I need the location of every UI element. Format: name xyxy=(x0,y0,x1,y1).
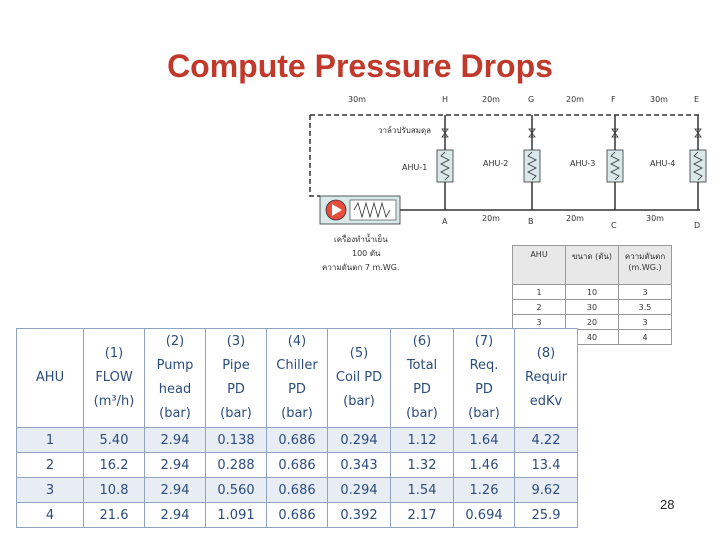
table-cell: 0.694 xyxy=(453,502,515,528)
column-header: (1)FLOW(m³/h) xyxy=(83,328,145,428)
ahu-label-1: AHU-1 xyxy=(402,163,427,172)
node-b: B xyxy=(528,217,534,226)
table-cell: 4 xyxy=(16,502,84,528)
spec-cell: 1 xyxy=(512,284,566,300)
column-header: (5)Coil PD(bar) xyxy=(327,328,391,428)
table-cell: 2 xyxy=(16,452,84,478)
top-distance-3: 20m xyxy=(566,95,584,104)
ahu-coil-icon xyxy=(689,149,707,183)
valve-label: วาล์วปรับสมดุล xyxy=(378,125,431,135)
table-row: 4 21.6 2.94 1.091 0.686 0.392 2.17 0.694… xyxy=(16,502,578,528)
spec-cell: 10 xyxy=(565,284,619,300)
table-cell: 21.6 xyxy=(83,502,145,528)
spec-cell: 30 xyxy=(565,299,619,315)
node-c: C xyxy=(611,221,617,230)
bottom-distance-3: 30m xyxy=(646,214,664,223)
chiller-pressure-drop: ความดันตก 7 m.WG. xyxy=(322,263,399,272)
slide-title: Compute Pressure Drops xyxy=(167,48,553,84)
node-d: D xyxy=(694,221,700,230)
table-cell: 0.560 xyxy=(205,477,267,503)
table-cell: 0.686 xyxy=(266,427,328,453)
spec-row: 2 30 3.5 xyxy=(512,299,672,315)
table-row: 1 5.40 2.94 0.138 0.686 0.294 1.12 1.64 … xyxy=(16,427,578,453)
spec-row: 1 10 3 xyxy=(512,284,672,300)
spec-header: ขนาด (ตัน) xyxy=(565,245,619,285)
table-row: 3 10.8 2.94 0.560 0.686 0.294 1.54 1.26 … xyxy=(16,477,578,503)
node-f: F xyxy=(611,95,616,104)
table-cell: 0.686 xyxy=(266,502,328,528)
piping-schematic: 30m 20m 20m 30m H G F E A B C D 20m 20m … xyxy=(309,95,707,272)
valve-icon xyxy=(611,128,619,138)
ahu-coil-icon xyxy=(436,149,454,183)
node-e: E xyxy=(694,95,699,104)
bottom-distance-2: 20m xyxy=(566,214,584,223)
table-cell: 0.343 xyxy=(327,452,391,478)
spec-header: ความดันตก (m.WG.) xyxy=(618,245,672,285)
table-cell: 2.94 xyxy=(144,502,206,528)
ahu-label-4: AHU-4 xyxy=(650,159,675,168)
ahu-coil-icon xyxy=(606,149,624,183)
table-row: 2 16.2 2.94 0.288 0.686 0.343 1.32 1.46 … xyxy=(16,452,578,478)
node-a: A xyxy=(442,217,448,226)
table-cell: 25.9 xyxy=(514,502,578,528)
top-distance-4: 30m xyxy=(650,95,668,104)
table-cell: 4.22 xyxy=(514,427,578,453)
valve-icon xyxy=(441,128,449,138)
column-header: (7)Req.PD(bar) xyxy=(453,328,515,428)
return-pipe-left xyxy=(309,115,320,197)
node-g: G xyxy=(528,95,534,104)
table-cell: 2.17 xyxy=(390,502,454,528)
table-cell: 2.94 xyxy=(144,477,206,503)
table-cell: 0.288 xyxy=(205,452,267,478)
table-cell: 0.686 xyxy=(266,452,328,478)
table-cell: 1.46 xyxy=(453,452,515,478)
top-distance-2: 20m xyxy=(482,95,500,104)
table-cell: 16.2 xyxy=(83,452,145,478)
table-cell: 5.40 xyxy=(83,427,145,453)
table-cell: 13.4 xyxy=(514,452,578,478)
table-cell: 1.64 xyxy=(453,427,515,453)
table-cell: 10.8 xyxy=(83,477,145,503)
ahu-label-3: AHU-3 xyxy=(570,159,595,168)
valve-icon xyxy=(694,128,702,138)
table-cell: 3 xyxy=(16,477,84,503)
chiller-unit xyxy=(319,195,401,225)
ahu-label-2: AHU-2 xyxy=(483,159,508,168)
page-number: 28 xyxy=(660,497,675,512)
bottom-distance-1: 20m xyxy=(482,214,500,223)
spec-header: AHU xyxy=(512,245,566,285)
spec-cell: 2 xyxy=(512,299,566,315)
spec-cell: 3.5 xyxy=(618,299,672,315)
table-cell: 0.138 xyxy=(205,427,267,453)
table-cell: 0.686 xyxy=(266,477,328,503)
table-cell: 0.294 xyxy=(327,477,391,503)
chiller-label: เครื่องทำน้ำเย็น xyxy=(334,233,388,244)
table-cell: 1.12 xyxy=(390,427,454,453)
table-cell: 2.94 xyxy=(144,452,206,478)
table-cell: 2.94 xyxy=(144,427,206,453)
spec-cell: 3 xyxy=(618,314,672,330)
top-distance-1: 30m xyxy=(348,95,366,104)
table-cell: 1.32 xyxy=(390,452,454,478)
table-cell: 1.091 xyxy=(205,502,267,528)
spec-cell: 3 xyxy=(618,284,672,300)
ahu-coil-icon xyxy=(523,149,541,183)
spec-cell: 4 xyxy=(618,329,672,345)
valve-icon xyxy=(528,128,536,138)
table-cell: 0.392 xyxy=(327,502,391,528)
column-header: AHU xyxy=(16,328,84,428)
table-cell: 1 xyxy=(16,427,84,453)
table-cell: 9.62 xyxy=(514,477,578,503)
table-cell: 1.54 xyxy=(390,477,454,503)
table-cell: 0.294 xyxy=(327,427,391,453)
table-cell: 1.26 xyxy=(453,477,515,503)
chiller-capacity: 100 ตัน xyxy=(352,249,381,258)
node-h: H xyxy=(442,95,448,104)
